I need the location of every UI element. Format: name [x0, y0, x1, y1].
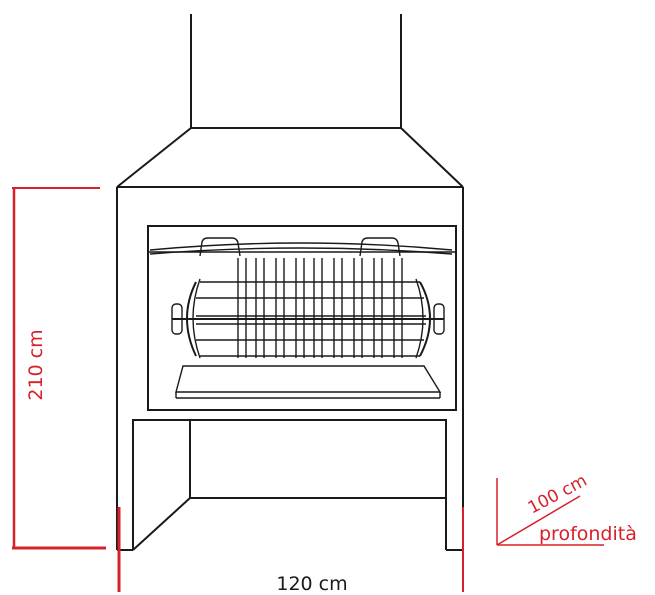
chimney-flue: [190, 14, 402, 128]
rotisserie-drum: [171, 258, 445, 359]
body-outline: [116, 186, 464, 551]
depth-label: 100 cm: [525, 471, 591, 519]
depth-dimension: 100 cm profondità: [496, 471, 637, 546]
width-dimension: 120 cm: [117, 507, 464, 595]
grill-shelf: [149, 237, 453, 257]
storage-compartment: [132, 419, 447, 551]
width-label: 120 cm: [276, 573, 347, 595]
hood: [116, 127, 464, 188]
height-label: 210 cm: [25, 329, 47, 400]
drum-bars: [237, 258, 403, 358]
depth-caption: profondità: [539, 523, 637, 545]
height-dimension: 210 cm: [12, 187, 106, 550]
firebox: [147, 225, 457, 411]
